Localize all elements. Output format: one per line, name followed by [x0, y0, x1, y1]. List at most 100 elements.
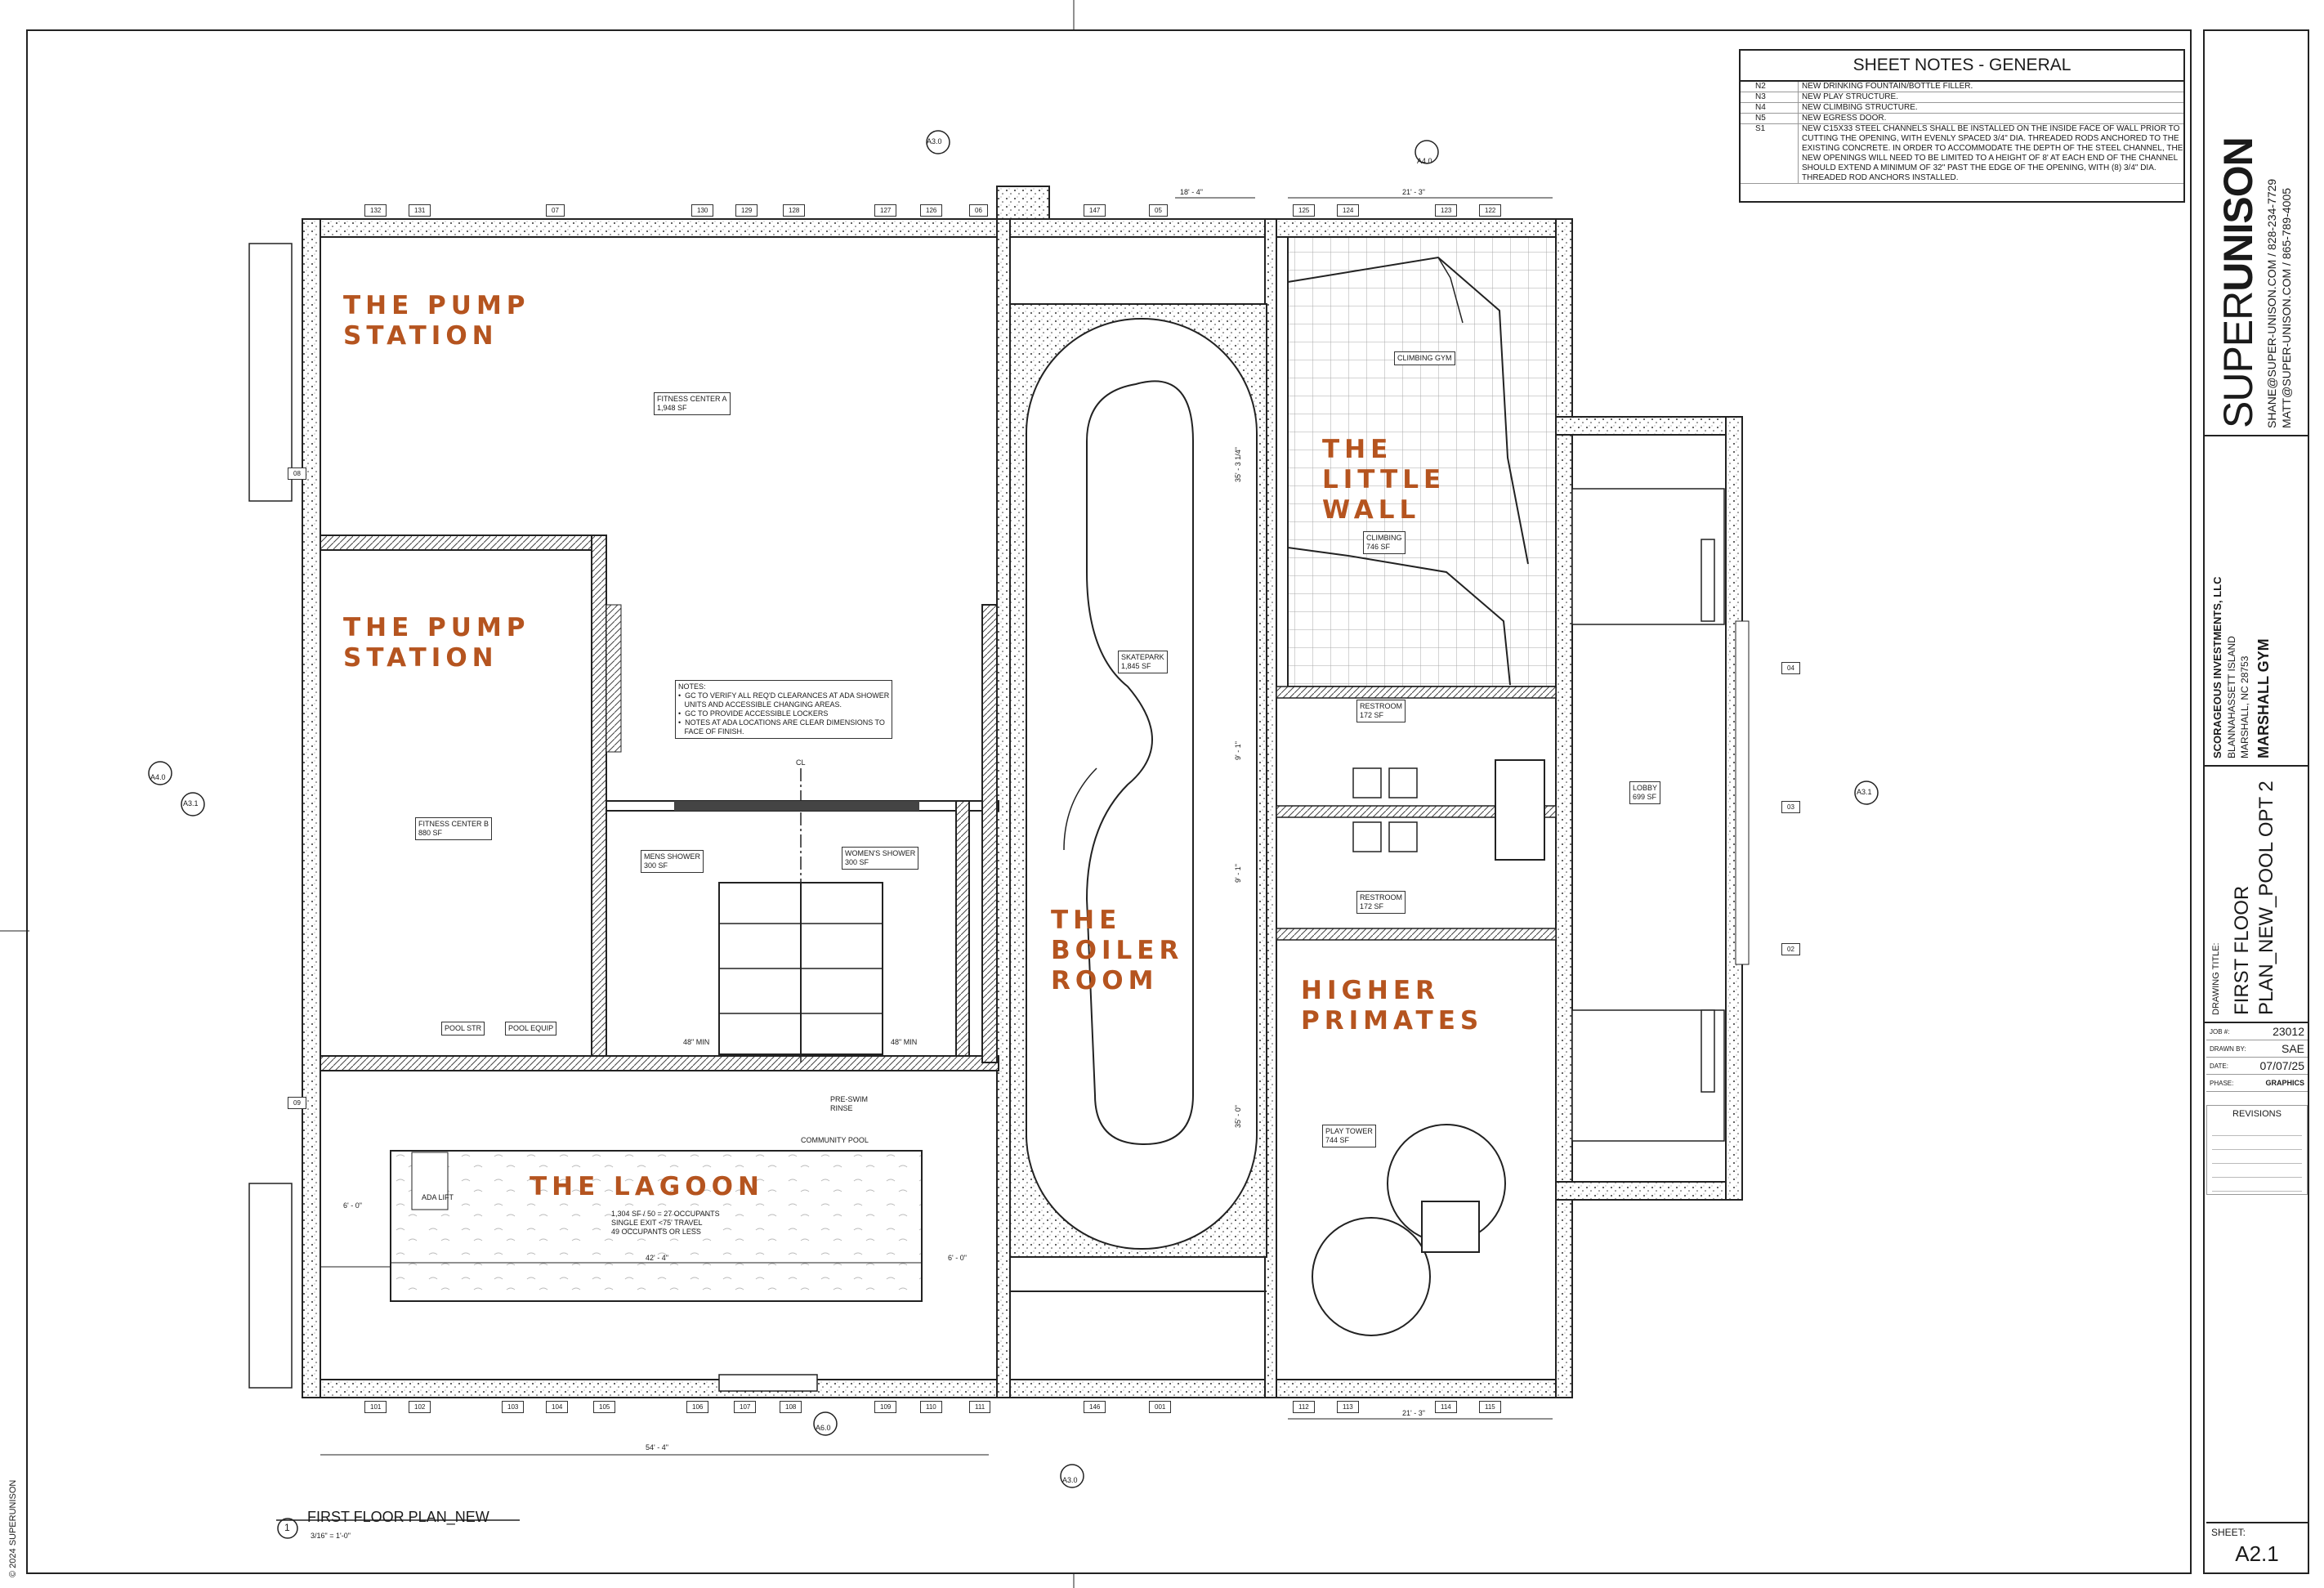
revisions-box: REVISIONS — [2206, 1105, 2308, 1195]
window-tag: 147 — [1084, 204, 1106, 217]
logo-unison: UNISON — [2215, 137, 2261, 292]
tag-pool-equip: POOL EQUIP — [505, 1022, 557, 1036]
title-block-drawing-title: DRAWING TITLE: FIRST FLOOR PLAN_NEW_POOL… — [2203, 767, 2309, 1023]
sheet-note-row: N5 NEW EGRESS DOOR. — [1741, 114, 2183, 124]
client-address-2: MARSHALL, NC 28753 — [2239, 655, 2250, 758]
dim-skate-3: 9' - 1" — [1234, 864, 1242, 883]
tag-climbing: CLIMBING 746 SF — [1363, 531, 1406, 554]
window-tag: 114 — [1435, 1401, 1457, 1413]
tag-community-pool: COMMUNITY POOL — [801, 1136, 869, 1144]
dim-overall-width: 54' - 4" — [646, 1443, 668, 1452]
drawing-title-label: DRAWING TITLE: — [2211, 942, 2221, 1015]
title-block-logo-area: SUPERUNISON SHANE@SUPER-UNISON.COM / 828… — [2203, 29, 2309, 436]
door-tag: 08 — [288, 467, 306, 480]
dim-top-mid: 18' - 4" — [1180, 188, 1203, 196]
drawing-scale: 3/16" = 1'-0" — [311, 1532, 351, 1540]
dim-48-min-a: 48" MIN — [683, 1038, 710, 1046]
sheet-note-code: N5 — [1755, 114, 1766, 123]
window-tag: 131 — [409, 204, 431, 217]
sheet-note-code: N2 — [1755, 82, 1766, 91]
dim-centerline: CL — [796, 758, 806, 767]
window-tag: 113 — [1337, 1401, 1359, 1413]
sheet-note-text: NEW C15X33 STEEL CHANNELS SHALL BE INSTA… — [1798, 124, 2183, 183]
window-tag: 001 — [1149, 1401, 1172, 1413]
sheet-notes-box: SHEET NOTES - GENERAL N2 NEW DRINKING FOU… — [1739, 49, 2185, 203]
room-label-little-wall: THE LITTLE WALL — [1322, 435, 1446, 525]
window-tag: 106 — [686, 1401, 709, 1413]
sheet-note-row: S1 NEW C15X33 STEEL CHANNELS SHALL BE INS… — [1741, 124, 2183, 184]
window-tag: 104 — [546, 1401, 569, 1413]
dim-skate-4: 35' - 0" — [1234, 1105, 1242, 1128]
tag-fitness-center-a: FITNESS CENTER A 1,948 SF — [654, 392, 731, 415]
sheet-note-text: NEW PLAY STRUCTURE. — [1798, 92, 2183, 102]
contact-2: MATT@SUPER-UNISON.COM / 865-789-4005 — [2280, 187, 2293, 428]
door-tag: 02 — [1781, 943, 1800, 955]
dim-top-right: 21' - 3" — [1402, 188, 1425, 196]
copyright: © 2024 SUPERUNISON — [8, 1479, 18, 1577]
window-tag: 122 — [1479, 204, 1502, 217]
sheet-note-text: NEW DRINKING FOUNTAIN/BOTTLE FILLER. — [1798, 82, 2183, 92]
tag-restroom-1: RESTROOM 172 SF — [1356, 700, 1406, 722]
window-tag: 127 — [874, 204, 897, 217]
marker-a31-left[interactable]: A3.1 — [183, 799, 199, 807]
tag-climbing-gym: CLIMBING GYM — [1394, 351, 1455, 365]
sheet-border — [26, 29, 2192, 1574]
marker-a40-top[interactable]: A4.0 — [1417, 157, 1432, 165]
marker-a30-bottom[interactable]: A3.0 — [1062, 1476, 1078, 1484]
drawn-by: SAE — [2281, 1042, 2304, 1055]
sheet-note-code: N4 — [1755, 103, 1766, 112]
window-tag: 110 — [920, 1401, 942, 1413]
sheet-note-text: NEW CLIMBING STRUCTURE. — [1798, 103, 2183, 113]
tag-ada-lift: ADA LIFT — [422, 1193, 454, 1201]
sheet-note-text: NEW EGRESS DOOR. — [1798, 114, 2183, 123]
window-tag: 146 — [1084, 1401, 1106, 1413]
dim-pool-side: 6' - 0" — [948, 1254, 967, 1262]
window-tag: 105 — [593, 1401, 616, 1413]
job-row: JOB #: 23012 — [2206, 1023, 2308, 1040]
window-tag: 123 — [1435, 204, 1458, 217]
sheet-note-code: S1 — [1755, 124, 1766, 133]
window-tag: 132 — [364, 204, 387, 217]
door-tag: 04 — [1781, 662, 1800, 674]
title-block-column — [2203, 29, 2309, 1574]
sheet-notes-title: SHEET NOTES - GENERAL — [1741, 51, 2183, 82]
room-label-higher-primates: HIGHER PRIMATES — [1301, 976, 1484, 1036]
date-value: 07/07/25 — [2259, 1059, 2305, 1072]
revisions-label: REVISIONS — [2232, 1109, 2282, 1119]
dim-bottom-right: 21' - 3" — [1402, 1409, 1425, 1417]
phase-row: PHASE: GRAPHICS — [2206, 1075, 2308, 1092]
room-label-lagoon: THE LAGOON — [530, 1172, 764, 1201]
window-tag: 128 — [783, 204, 806, 217]
phase-label: PHASE: — [2210, 1079, 2234, 1087]
dim-pool-length: 42' - 4" — [646, 1254, 668, 1262]
window-tag: 111 — [969, 1401, 991, 1413]
phase-value: GRAPHICS — [2265, 1079, 2304, 1087]
sheet-number-box: SHEET: A2.1 — [2206, 1522, 2308, 1572]
dim-pool-left: 6' - 0" — [343, 1201, 362, 1210]
tag-pre-swim-rinse: PRE-SWIM RINSE — [830, 1095, 868, 1112]
window-tag: 101 — [364, 1401, 387, 1413]
job-number: 23012 — [2273, 1025, 2304, 1038]
job-label: JOB #: — [2210, 1027, 2230, 1036]
sheet-note-row: N4 NEW CLIMBING STRUCTURE. — [1741, 103, 2183, 114]
marker-a60[interactable]: A6.0 — [816, 1424, 831, 1432]
logo-super: SUPER — [2215, 291, 2261, 428]
title-block-project: SCORAGEOUS INVESTMENTS, LLC BLANNAHASSET… — [2203, 436, 2309, 767]
dim-skate-2: 9' - 1" — [1234, 741, 1242, 760]
drawing-title-line-1: FIRST FLOOR — [2231, 885, 2253, 1015]
contact-1: SHANE@SUPER-UNISON.COM / 828-234-7729 — [2265, 178, 2278, 428]
window-tag: 125 — [1293, 204, 1316, 217]
revision-line — [2212, 1136, 2302, 1150]
logo: SUPERUNISON — [2215, 137, 2262, 428]
drawn-label: DRAWN BY: — [2210, 1045, 2246, 1053]
marker-a40-left[interactable]: A4.0 — [150, 773, 166, 781]
window-tag: 109 — [874, 1401, 897, 1413]
drawing-title: FIRST FLOOR PLAN_NEW — [307, 1509, 489, 1525]
dim-skate-1: 35' - 3 1/4" — [1234, 447, 1242, 482]
window-tag: 05 — [1149, 204, 1168, 217]
marker-a30-top[interactable]: A3.0 — [927, 137, 942, 145]
window-tag: 124 — [1337, 204, 1360, 217]
sheet-number: A2.1 — [2235, 1541, 2279, 1566]
marker-a31-right[interactable]: A3.1 — [1857, 788, 1872, 796]
